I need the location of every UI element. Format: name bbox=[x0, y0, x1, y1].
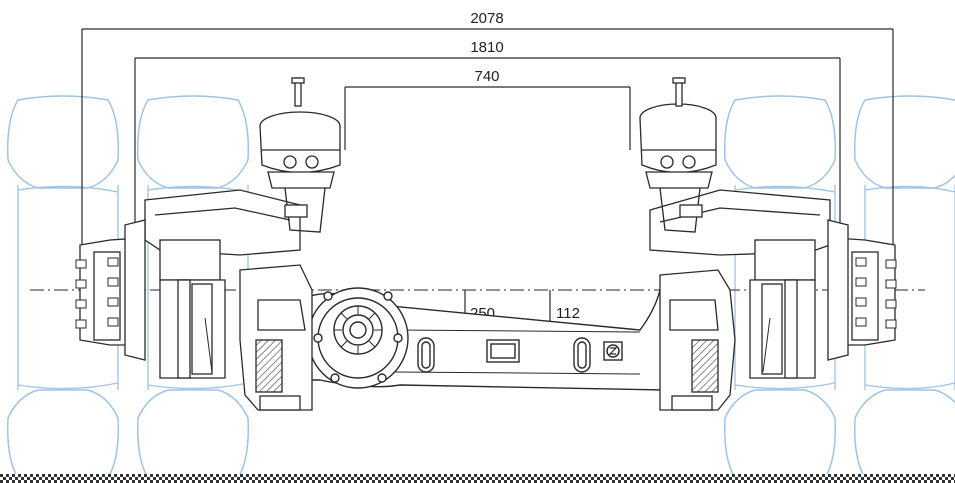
dim-overall-width: 2078 bbox=[470, 10, 503, 27]
ground-line bbox=[0, 474, 955, 483]
dim-track-width: 1810 bbox=[470, 39, 503, 56]
dim-chamber-spacing: 740 bbox=[474, 68, 499, 85]
right-wheel-end bbox=[639, 77, 897, 411]
left-wheel-end bbox=[75, 77, 341, 411]
dim-offset: 112 bbox=[556, 305, 580, 322]
dimension-lines bbox=[81, 28, 894, 385]
differential-housing bbox=[307, 287, 409, 389]
zf-logo-icon bbox=[603, 341, 623, 361]
